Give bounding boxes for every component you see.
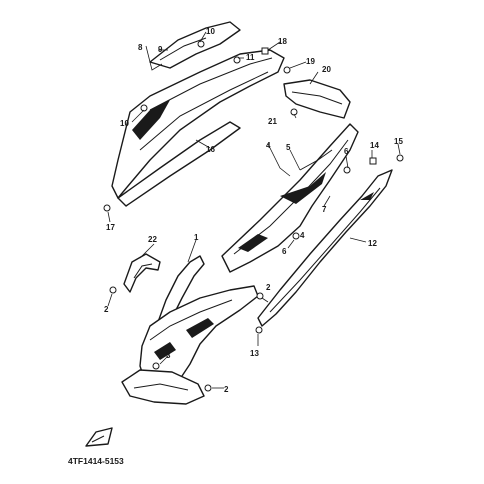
callout-4-lower: 4: [300, 231, 305, 240]
part-12-side-cover: [257, 169, 393, 327]
callout-13: 13: [250, 349, 259, 358]
callout-8: 8: [138, 43, 143, 52]
part-top-cover: [149, 21, 241, 69]
callout-18: 18: [278, 37, 287, 46]
callout-19: 19: [306, 57, 315, 66]
callout-14: 14: [370, 141, 379, 150]
callout-2-bottom: 2: [224, 385, 229, 394]
part-3-bottom-cover: [121, 285, 259, 405]
callout-3: 3: [166, 351, 171, 360]
callout-1: 1: [194, 233, 199, 242]
callout-6-right: 6: [344, 147, 349, 156]
diagram-code: 4TF1414-5153: [68, 456, 124, 466]
part-5-side-cover: [221, 123, 359, 273]
callout-labels: 8 9 10 11 18 19 20 21 10 16 17 4 5 6 14 …: [104, 27, 403, 394]
callout-5: 5: [286, 143, 291, 152]
front-arrow-icon: [85, 427, 113, 447]
callout-9: 9: [158, 45, 163, 54]
leader-lines: [107, 31, 401, 389]
callout-2-right: 2: [266, 283, 271, 292]
callout-2-left: 2: [104, 305, 109, 314]
callout-20: 20: [322, 65, 331, 74]
part-22-small-panel: [123, 253, 161, 293]
callout-10-top: 10: [206, 27, 215, 36]
callout-22: 22: [148, 235, 157, 244]
part-16-lower-rail: [117, 121, 241, 207]
callout-17: 17: [106, 223, 115, 232]
part-16-side-rail: [111, 49, 285, 199]
callout-10-left: 10: [120, 119, 129, 128]
callout-7: 7: [322, 205, 327, 214]
part-20-rear-cover: [283, 79, 351, 119]
callout-15: 15: [394, 137, 403, 146]
callout-21: 21: [268, 117, 277, 126]
callout-11: 11: [246, 53, 255, 62]
fasteners: [103, 40, 404, 392]
callout-16: 16: [206, 145, 215, 154]
callout-6-lower: 6: [282, 247, 287, 256]
callout-4-left: 4: [266, 141, 271, 150]
callout-12: 12: [368, 239, 377, 248]
